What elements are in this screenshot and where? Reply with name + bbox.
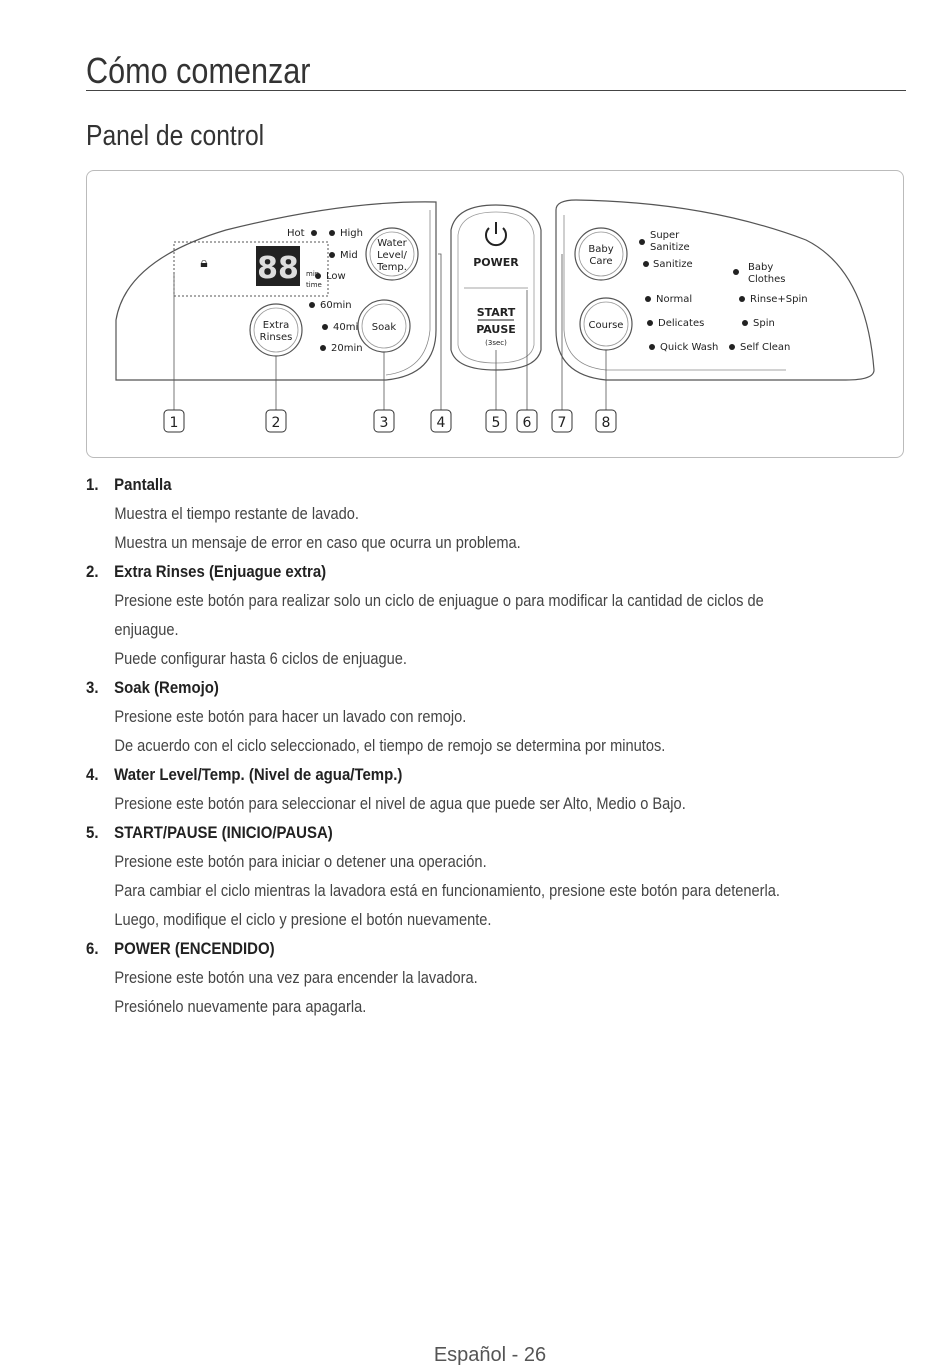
course-super-sanitize: Sanitize xyxy=(650,242,690,253)
course-normal: Normal xyxy=(656,294,692,305)
callout-8: 8 xyxy=(602,415,611,431)
soak-button-label: Soak xyxy=(372,322,397,333)
callout-markers: 1 2 3 4 5 6 7 8 xyxy=(163,409,617,433)
course-rinse-spin: Rinse+Spin xyxy=(750,294,808,305)
course-spin: Spin xyxy=(753,318,775,329)
start-label: START xyxy=(477,306,516,319)
callout-5: 5 xyxy=(492,415,501,431)
item-line: Luego, modifique el ciclo y presione el … xyxy=(114,910,492,929)
course-sanitize: Sanitize xyxy=(653,259,693,270)
item-line: Presione este botón para seleccionar el … xyxy=(114,794,686,813)
course-baby-clothes: Clothes xyxy=(748,274,786,285)
right-panel-inner xyxy=(563,215,786,371)
extra-button-line1: Extra xyxy=(263,320,289,331)
description-list: 1. Pantalla Muestra el tiempo restante de… xyxy=(86,470,886,1021)
page-title: Cómo comenzar xyxy=(86,50,311,91)
soak-time-40: 40min xyxy=(333,322,365,333)
display-icon-lock: 🔒︎ xyxy=(200,255,207,271)
soak-time-60: 60min xyxy=(320,300,352,311)
course-delicates: Delicates xyxy=(658,318,704,329)
item-title: START/PAUSE (INICIO/PAUSA) xyxy=(114,823,333,842)
title-rule xyxy=(86,90,906,91)
left-panel-inner xyxy=(385,210,431,376)
item-line: Para cambiar el ciclo mientras la lavado… xyxy=(114,881,780,900)
item-line: Presione este botón para iniciar o deten… xyxy=(114,852,487,871)
item-line: enjuague. xyxy=(114,620,179,639)
item-number: 1. xyxy=(86,475,99,494)
water-button-line1: Water xyxy=(377,238,407,249)
item-line: Presiónelo nuevamente para apagarla. xyxy=(114,997,367,1016)
item-title: POWER (ENCENDIDO) xyxy=(114,939,275,958)
course-baby: Baby xyxy=(748,262,773,273)
course-super: Super xyxy=(650,230,680,241)
callout-6: 6 xyxy=(523,415,532,431)
page-footer: Español - 26 xyxy=(433,1344,547,1366)
extra-button-line2: Rinses xyxy=(260,332,293,343)
item-extra-rinses: 2. Extra Rinses (Enjuague extra) Presione… xyxy=(86,557,886,673)
callout-1: 1 xyxy=(170,415,179,431)
water-level-low: Low xyxy=(326,271,346,282)
item-line: Muestra un mensaje de error en caso que … xyxy=(114,533,521,552)
water-button-line3: Temp. xyxy=(376,262,407,273)
soak-time-20: 20min xyxy=(331,343,363,354)
course-self-clean: Self Clean xyxy=(740,342,790,353)
callout-2: 2 xyxy=(272,415,281,431)
section-title: Panel de control xyxy=(86,120,265,152)
power-icon xyxy=(485,227,507,247)
baby-button-line1: Baby xyxy=(588,244,613,255)
item-line: Puede configurar hasta 6 ciclos de enjua… xyxy=(114,649,407,668)
display-unit-min: min xyxy=(306,270,319,278)
water-level-high: High xyxy=(340,228,363,239)
display-screen xyxy=(256,246,300,286)
item-title: Extra Rinses (Enjuague extra) xyxy=(114,562,327,581)
item-line: Presione este botón para hacer un lavado… xyxy=(114,707,467,726)
water-level-button[interactable] xyxy=(365,227,419,281)
baby-button-line2: Care xyxy=(589,256,612,267)
left-panel-outline xyxy=(115,201,437,381)
diagram-frame xyxy=(86,170,904,458)
item-title: Water Level/Temp. (Nivel de agua/Temp.) xyxy=(114,765,403,784)
display-unit-time: time xyxy=(306,281,322,289)
item-pantalla: 1. Pantalla Muestra el tiempo restante de… xyxy=(86,470,886,557)
item-power: 6. POWER (ENCENDIDO) Presione este botón … xyxy=(86,934,886,1021)
water-level-mid: Mid xyxy=(340,250,358,261)
callout-3: 3 xyxy=(380,415,389,431)
callout-7: 7 xyxy=(558,415,567,431)
center-panel-outline xyxy=(450,204,542,371)
item-number: 4. xyxy=(86,765,99,784)
water-button-line2: Level/ xyxy=(377,250,407,261)
item-water-level: 4. Water Level/Temp. (Nivel de agua/Temp.… xyxy=(86,760,886,818)
item-title: Pantalla xyxy=(114,475,172,494)
item-title: Soak (Remojo) xyxy=(114,678,219,697)
item-line: Muestra el tiempo restante de lavado. xyxy=(114,504,359,523)
item-line: Presione este botón para realizar solo u… xyxy=(114,591,764,610)
item-start-pause: 5. START/PAUSE (INICIO/PAUSA) Presione es… xyxy=(86,818,886,934)
item-line: De acuerdo con el ciclo seleccionado, el… xyxy=(114,736,666,755)
pause-label: PAUSE xyxy=(476,323,516,336)
control-panel-diagram: 88 🔒︎ min time Hot High Mid Low Water Le… xyxy=(115,199,875,433)
baby-care-button[interactable] xyxy=(574,227,628,281)
course-quick-wash: Quick Wash xyxy=(660,342,718,353)
center-panel-inner xyxy=(457,211,535,364)
item-line: Presione este botón una vez para encende… xyxy=(114,968,478,987)
item-number: 5. xyxy=(86,823,99,842)
item-number: 6. xyxy=(86,939,99,958)
item-number: 3. xyxy=(86,678,99,697)
temp-hot-label: Hot xyxy=(287,228,305,239)
callout-4: 4 xyxy=(437,415,446,431)
display-digits: 88 xyxy=(257,251,299,286)
item-soak: 3. Soak (Remojo) Presione este botón para… xyxy=(86,673,886,760)
power-label: POWER xyxy=(473,256,519,269)
lock-hint: (3sec) xyxy=(485,339,507,347)
item-number: 2. xyxy=(86,562,99,581)
course-button-label: Course xyxy=(589,320,624,331)
display-outline xyxy=(173,241,329,297)
right-panel-outline xyxy=(555,199,875,381)
